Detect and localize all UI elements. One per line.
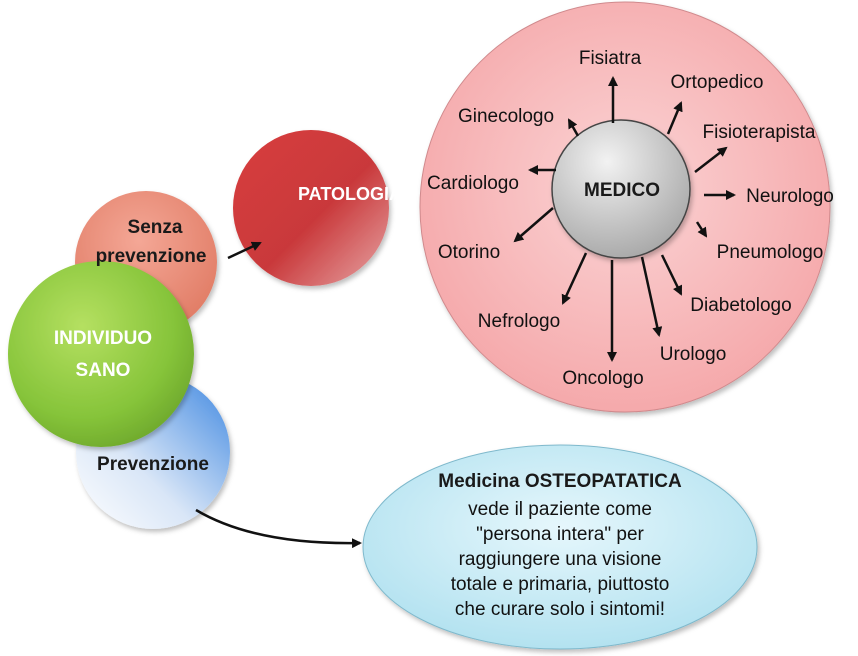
arrow-diabetologo bbox=[660, 254, 683, 296]
specialist-oncologo: Oncologo bbox=[562, 368, 643, 389]
arrow-ginecologo bbox=[567, 118, 580, 137]
individuo-line1: INDIVIDUO bbox=[54, 328, 152, 349]
patologia-label: PATOLOGIA bbox=[298, 184, 402, 204]
senza-line1: Senza bbox=[128, 217, 183, 238]
specialist-labels: Fisiatra Ortopedico Fisioterapista Neuro… bbox=[427, 48, 834, 389]
prevenzione-label: Prevenzione bbox=[97, 454, 209, 475]
specialist-nefrologo: Nefrologo bbox=[478, 311, 560, 332]
arrow-otorino bbox=[513, 207, 554, 243]
medico-label: MEDICO bbox=[584, 180, 660, 201]
specialist-neurologo: Neurologo bbox=[746, 186, 834, 207]
osteopatia-ellipse bbox=[362, 444, 758, 650]
osteopatia-line-4: totale e primaria, piuttosto bbox=[451, 574, 670, 595]
arrow-senza-to-patologia bbox=[227, 241, 262, 260]
individuo-sano-circle bbox=[8, 261, 194, 447]
osteopatia-line-3: raggiungere una visione bbox=[459, 549, 662, 570]
specialist-ginecologo: Ginecologo bbox=[458, 106, 554, 127]
patologia-circle bbox=[233, 130, 389, 286]
arrow-pneumologo bbox=[695, 221, 708, 238]
arrow-fisioterapista bbox=[694, 146, 728, 173]
arrow-urologo bbox=[640, 256, 663, 337]
specialist-ortopedico: Ortopedico bbox=[671, 72, 764, 93]
osteopatia-text: Medicina OSTEOPATATICA vede il paziente … bbox=[438, 471, 682, 620]
senza-line2: prevenzione bbox=[96, 246, 207, 267]
osteopatia-title: Medicina OSTEOPATATICA bbox=[438, 471, 682, 492]
arrow-ortopedico bbox=[666, 101, 683, 135]
specialist-fisioterapista: Fisioterapista bbox=[703, 122, 816, 143]
individuo-line2: SANO bbox=[76, 360, 131, 381]
specialist-arrows bbox=[513, 76, 736, 362]
specialist-cardiologo: Cardiologo bbox=[427, 173, 519, 194]
osteopatia-line-5: che curare solo i sintomi! bbox=[455, 599, 665, 620]
specialist-pneumologo: Pneumologo bbox=[717, 242, 824, 263]
specialist-otorino: Otorino bbox=[438, 242, 500, 263]
specialist-urologo: Urologo bbox=[660, 344, 727, 365]
arrow-prevenzione-to-osteopatia bbox=[195, 508, 362, 549]
osteopatia-line-2: "persona intera" per bbox=[476, 524, 644, 545]
specialist-fisiatra: Fisiatra bbox=[579, 48, 642, 69]
specialist-diabetologo: Diabetologo bbox=[690, 295, 791, 316]
medico-circle bbox=[551, 119, 691, 259]
arrow-nefrologo bbox=[561, 252, 588, 305]
osteopatia-line-1: vede il paziente come bbox=[468, 499, 652, 520]
